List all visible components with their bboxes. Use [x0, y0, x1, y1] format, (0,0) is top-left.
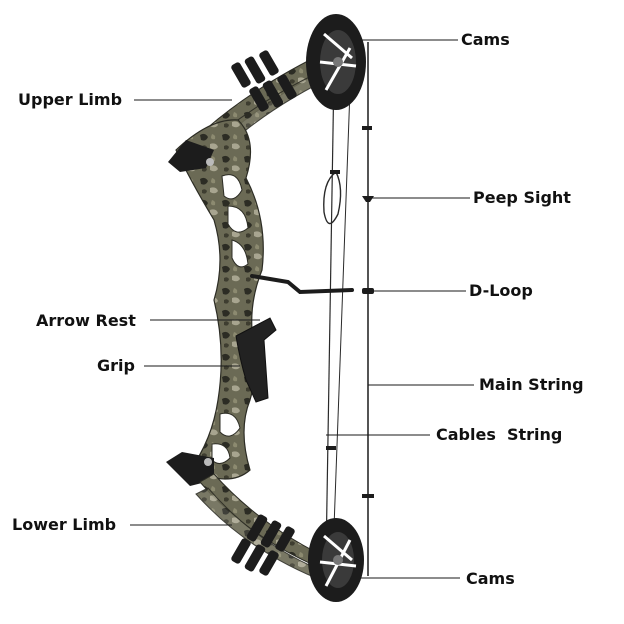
peep-sight-shape [362, 196, 374, 202]
label-lower-limb: Lower Limb [12, 515, 117, 534]
d-loop-shape [362, 288, 374, 294]
bottom-nock [362, 494, 374, 498]
cable-slide-top [330, 170, 340, 174]
top-cam [306, 14, 366, 110]
strings [323, 42, 369, 576]
arrow-rest-shape [250, 274, 354, 295]
leader-lines [130, 39, 474, 579]
label-peep-sight: Peep Sight [473, 188, 571, 207]
riser [175, 119, 264, 480]
grip-shape [235, 317, 277, 403]
label-cams-top: Cams [461, 30, 510, 49]
cable-loop [323, 171, 342, 225]
label-main-string: Main String [479, 375, 584, 394]
lower-dampeners [231, 514, 295, 576]
limb-pockets [166, 140, 214, 486]
string-accessories [326, 126, 374, 498]
label-grip: Grip [97, 356, 135, 375]
top-nock [362, 126, 372, 130]
label-d-loop: D-Loop [469, 281, 533, 300]
cable-string-2 [332, 89, 351, 556]
bottom-cam [308, 518, 364, 602]
label-cams-bottom: Cams [466, 569, 515, 588]
label-cables-string: Cables String [436, 425, 563, 444]
cable-slide-bottom [326, 446, 336, 450]
label-upper-limb: Upper Limb [18, 90, 123, 109]
label-arrow-rest: Arrow Rest [36, 311, 136, 330]
upper-dampeners [231, 50, 297, 112]
cable-string-1 [325, 69, 335, 561]
